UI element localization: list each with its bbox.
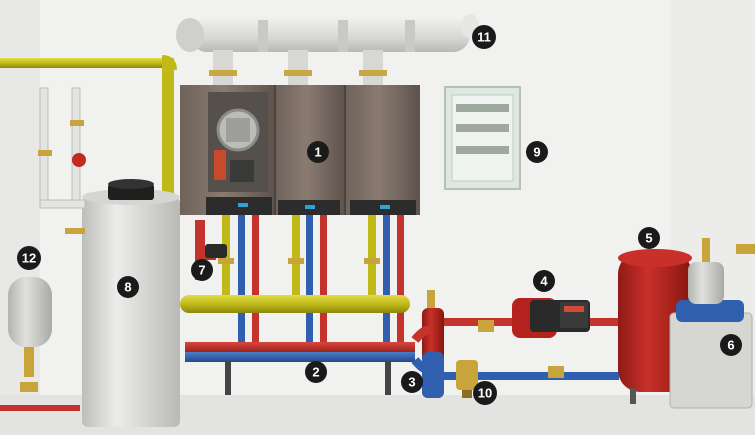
- callout-3-label: 3: [408, 375, 415, 390]
- dirt-separator: [456, 360, 478, 398]
- callout-7-label: 7: [198, 263, 205, 278]
- callout-10-label: 10: [478, 386, 492, 401]
- callout-10: 10: [473, 381, 497, 405]
- callout-3: 3: [401, 371, 423, 393]
- callout-5-label: 5: [645, 231, 652, 246]
- callout-2: 2: [305, 361, 327, 383]
- callout-7: 7: [191, 259, 213, 281]
- control-cabinet: [444, 86, 521, 190]
- callout-1: 1: [307, 141, 329, 163]
- expansion-vessel-dhw: [0, 277, 80, 411]
- gas-header: [180, 295, 410, 313]
- callout-2-label: 2: [312, 365, 319, 380]
- callout-9-label: 9: [533, 145, 540, 160]
- callout-8: 8: [117, 276, 139, 298]
- callout-5: 5: [638, 227, 660, 249]
- hot-water-cylinder: [82, 179, 180, 427]
- flue-header: [176, 14, 479, 86]
- callout-4: 4: [533, 270, 555, 292]
- left-dhw-piping: [38, 87, 86, 234]
- callout-8-label: 8: [124, 280, 131, 295]
- callout-9: 9: [526, 141, 548, 163]
- callout-6: 6: [720, 334, 742, 356]
- hydraulic-separator: [411, 290, 444, 398]
- callout-6-label: 6: [727, 338, 734, 353]
- gas-shutoff-valve: [205, 244, 227, 258]
- circulation-pump: [512, 298, 590, 338]
- callout-12-label: 12: [22, 251, 36, 266]
- callout-11: 11: [472, 25, 496, 49]
- distribution-manifold: [185, 342, 415, 395]
- boiler-cascade: [180, 85, 420, 215]
- callout-4-label: 4: [540, 274, 548, 289]
- callout-11-label: 11: [477, 30, 491, 45]
- gas-supply-pipe: [0, 55, 177, 198]
- boiler-unit-3: [345, 85, 420, 215]
- callout-12: 12: [17, 246, 41, 270]
- callout-1-label: 1: [314, 145, 321, 160]
